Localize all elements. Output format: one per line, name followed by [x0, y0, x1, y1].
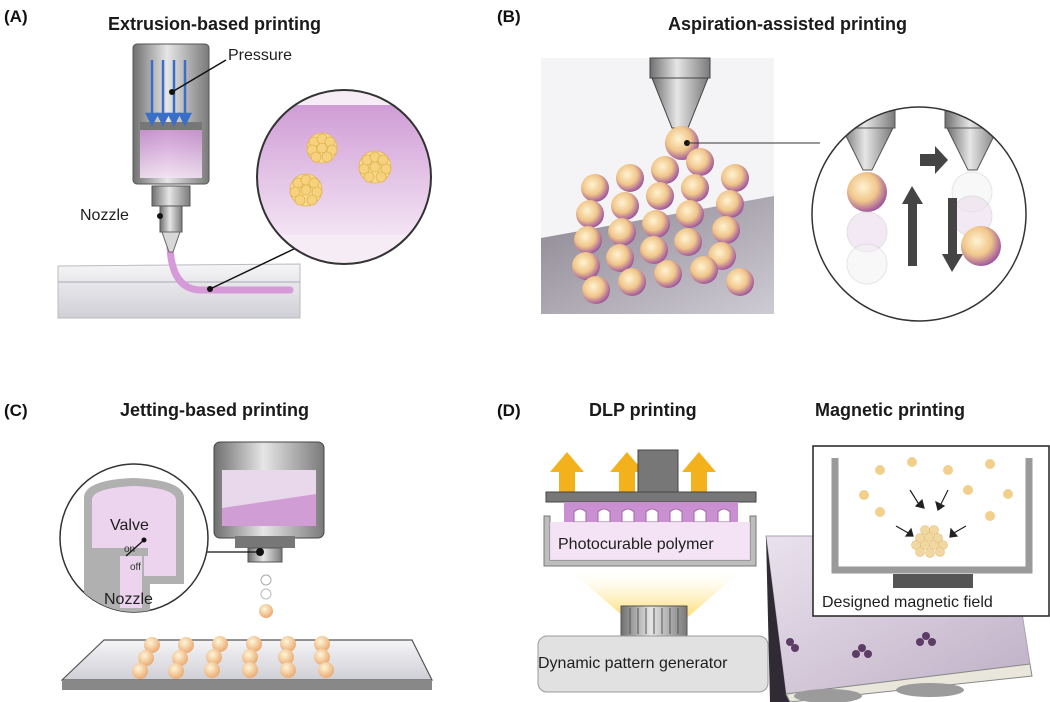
valve-label: Valve — [110, 517, 149, 534]
nozzle-hub — [151, 185, 191, 207]
nozzle-label: Nozzle — [80, 207, 129, 224]
build-plate — [545, 491, 757, 503]
valve-on-label: on — [124, 544, 135, 555]
lifted-spheroid — [665, 126, 699, 160]
panel-d-magnetic-title: Magnetic printing — [815, 400, 965, 420]
panel-b-label: (B) — [497, 7, 521, 26]
printed-filament — [166, 243, 294, 294]
valve-off-label: off — [130, 562, 141, 573]
zoom-bioink-spheroids — [256, 89, 432, 265]
panel-a-label: (A) — [4, 7, 28, 26]
pressure-label: Pressure — [228, 47, 292, 64]
pressure-arrows — [144, 60, 193, 127]
bioink-reservoir — [140, 128, 202, 178]
spheroid-assembly — [572, 148, 754, 304]
dlp-build-arrows — [550, 452, 716, 492]
panel-a: (A) Extrusion-based printing Pressure No… — [4, 7, 432, 319]
assembled-cluster — [911, 525, 948, 558]
panel-d-label: (D) — [497, 401, 521, 420]
zoom-aspiration-steps — [811, 106, 1027, 322]
jet-nozzle-label: Nozzle — [104, 591, 153, 608]
floating-particles — [859, 457, 1013, 521]
deposited-droplets — [132, 636, 334, 679]
light-projection — [572, 572, 740, 622]
magnetic-inset: Designed magnetic field — [812, 445, 1050, 617]
zoom-valve: Valve on off Nozzle — [59, 463, 209, 613]
panel-c: (C) Jetting-based printing — [4, 400, 433, 690]
substrate — [57, 263, 301, 319]
panel-d: (D) DLP printing Magnetic printing Photo… — [497, 400, 1050, 702]
magnetic-field-label: Designed magnetic field — [822, 594, 993, 611]
nozzle-tip — [161, 231, 181, 253]
pattern-generator-box — [537, 635, 769, 693]
magnet-block — [893, 574, 973, 588]
resin-vat — [550, 522, 750, 560]
panel-b-title: Aspiration-assisted printing — [668, 14, 907, 34]
photocurable-label: Photocurable polymer — [558, 536, 714, 553]
falling-droplets — [259, 574, 273, 618]
panel-d-dlp-title: DLP printing — [589, 400, 697, 420]
panel-b: (B) Aspiration-assisted printing — [497, 7, 1027, 322]
panel-c-title: Jetting-based printing — [120, 400, 309, 420]
pattern-generator-label: Dynamic pattern generator — [538, 655, 728, 672]
panel-a-title: Extrusion-based printing — [108, 14, 321, 34]
panel-c-label: (C) — [4, 401, 28, 420]
